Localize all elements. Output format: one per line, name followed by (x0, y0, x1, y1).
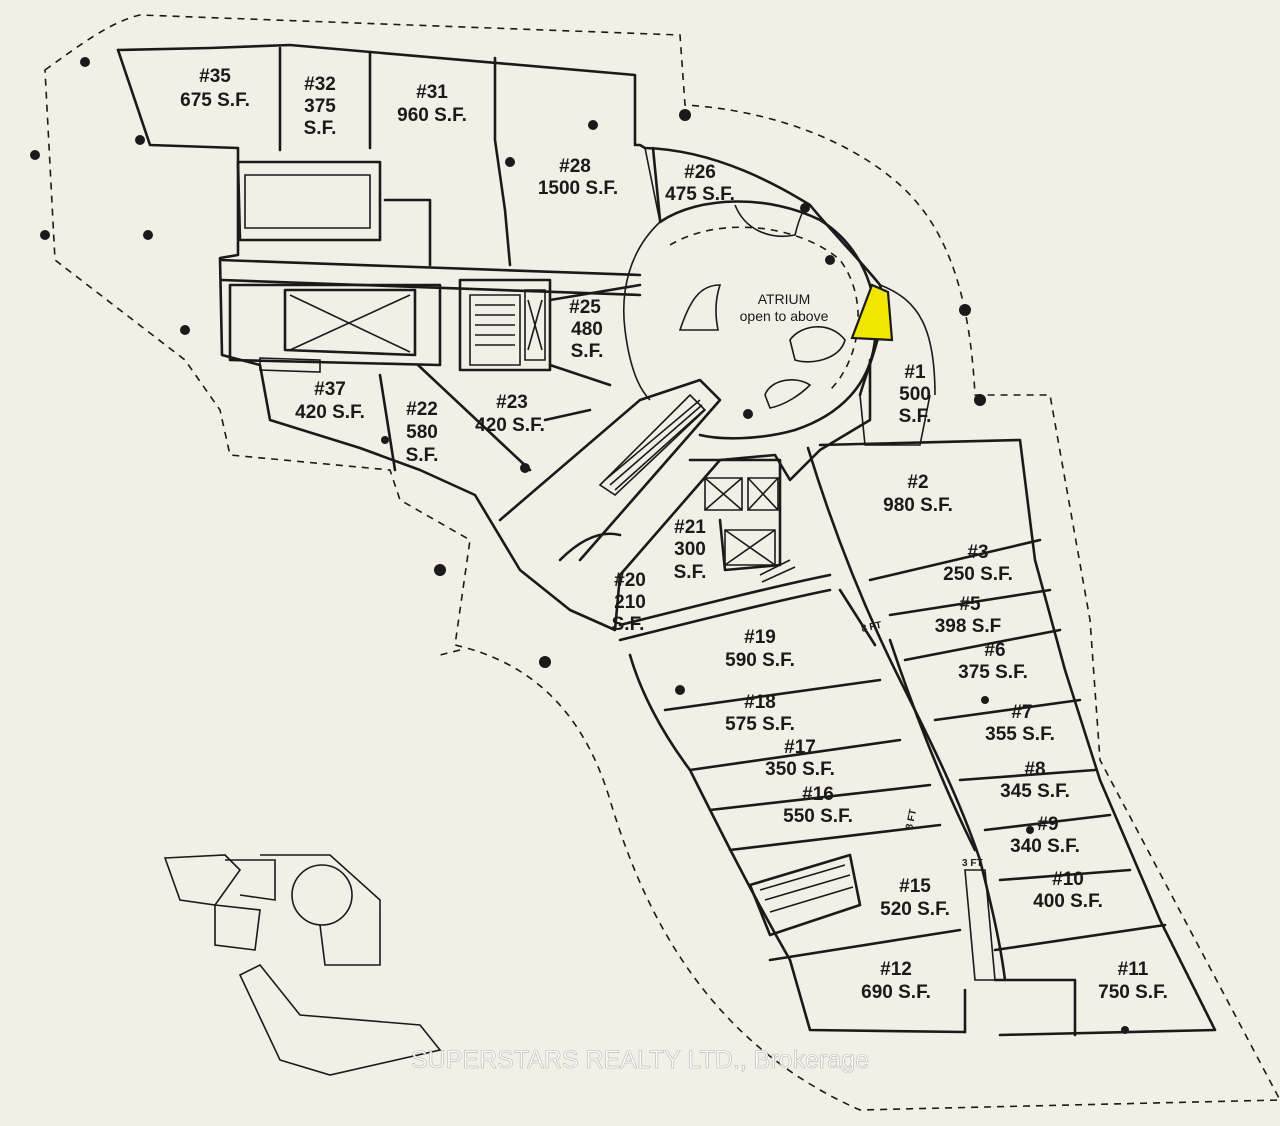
unit-17-number[interactable]: #17 (784, 737, 816, 758)
unit-18-number[interactable]: #18 (744, 692, 776, 713)
unit-22-area: 580 (406, 422, 438, 443)
unit-37-area: 420 S.F. (295, 402, 365, 423)
central-corridor (498, 378, 722, 562)
unit-5-area: 398 S.F (935, 616, 1002, 637)
atrium-subtitle: open to above (740, 308, 829, 324)
unit-12-number[interactable]: #12 (880, 959, 912, 980)
unit-9-number[interactable]: #9 (1037, 814, 1058, 835)
unit-18-area: 575 S.F. (725, 714, 795, 735)
unit-20-number[interactable]: #20 (614, 570, 646, 591)
unit-25-area: 480 (571, 319, 603, 340)
unit-16-number[interactable]: #16 (802, 784, 834, 805)
unit-37-number[interactable]: #37 (314, 379, 346, 400)
watermark: SUPERSTARS REALTY LTD., Brokerage (411, 1046, 869, 1074)
unit-7-area: 355 S.F. (985, 724, 1055, 745)
unit-21-number[interactable]: #21 (674, 517, 706, 538)
unit-3-area: 250 S.F. (943, 564, 1013, 585)
dimension-8ft-lower: 8 FT (904, 808, 919, 830)
unit-19-area: 590 S.F. (725, 650, 795, 671)
unit-3-number[interactable]: #3 (967, 542, 988, 563)
unit-1-area-unit: S.F. (899, 406, 932, 427)
unit-10-area: 400 S.F. (1033, 891, 1103, 912)
property-boundary (44, 14, 1280, 1111)
north-wing-walls (116, 48, 872, 632)
unit-32-area-unit: S.F. (304, 118, 337, 139)
unit-32-number[interactable]: #32 (304, 74, 336, 95)
unit-25-area-unit: S.F. (571, 341, 604, 362)
unit-25-number[interactable]: #25 (569, 297, 601, 318)
unit-15-area: 520 S.F. (880, 899, 950, 920)
unit-10-number[interactable]: #10 (1052, 869, 1084, 890)
unit-28-number[interactable]: #28 (559, 156, 591, 177)
unit-2-number[interactable]: #2 (907, 472, 928, 493)
unit-23-area: 420 S.F. (475, 415, 545, 436)
columns (30, 57, 1129, 1034)
key-plan (163, 854, 381, 966)
unit-1-number[interactable]: #1 (904, 362, 926, 383)
unit-20-area: 210 (614, 592, 646, 613)
unit-labels: #35 675 S.F. #32 375 S.F. #31 960 S.F. #… (180, 66, 1168, 1003)
unit-26-area: 475 S.F. (665, 184, 735, 205)
unit-2-area: 980 S.F. (883, 495, 953, 516)
unit-11-number[interactable]: #11 (1118, 959, 1149, 980)
dimension-8ft-upper: 8 FT (860, 620, 882, 635)
unit-35-number[interactable]: #35 (199, 66, 231, 87)
unit-35-area: 675 S.F. (180, 90, 250, 111)
unit-26-number[interactable]: #26 (684, 162, 716, 183)
unit-19-number[interactable]: #19 (744, 627, 776, 648)
unit-11-area: 750 S.F. (1098, 982, 1168, 1003)
unit-31-number[interactable]: #31 (416, 82, 448, 103)
unit-20-area-unit: S.F. (612, 614, 645, 635)
unit-5-number[interactable]: #5 (959, 594, 981, 615)
south-wing-walls (818, 438, 1217, 1037)
unit-6-area: 375 S.F. (958, 662, 1028, 683)
unit-22-number[interactable]: #22 (406, 399, 438, 420)
unit-8-area: 345 S.F. (1000, 781, 1070, 802)
unit-9-area: 340 S.F. (1010, 836, 1080, 857)
dimension-3ft: 3 FT (962, 858, 983, 869)
unit-21-area-unit: S.F. (674, 562, 707, 583)
unit-12-area: 690 S.F. (861, 982, 931, 1003)
unit-7-number[interactable]: #7 (1011, 702, 1032, 723)
unit-23-number[interactable]: #23 (496, 392, 528, 413)
unit-6-number[interactable]: #6 (984, 640, 1005, 661)
unit-31-area: 960 S.F. (397, 105, 467, 126)
unit-15-number[interactable]: #15 (899, 876, 931, 897)
unit-8-number[interactable]: #8 (1024, 759, 1045, 780)
unit-17-area: 350 S.F. (765, 759, 835, 780)
highlighted-unit[interactable] (850, 283, 894, 342)
unit-16-area: 550 S.F. (783, 806, 853, 827)
unit-1-area: 500 (899, 384, 931, 405)
unit-28-area: 1500 S.F. (538, 178, 618, 199)
atrium-title: ATRIUM (758, 291, 811, 307)
unit-32-area: 375 (304, 96, 336, 117)
unit-22-area-unit: S.F. (406, 445, 439, 466)
unit-21-area: 300 (674, 539, 706, 560)
